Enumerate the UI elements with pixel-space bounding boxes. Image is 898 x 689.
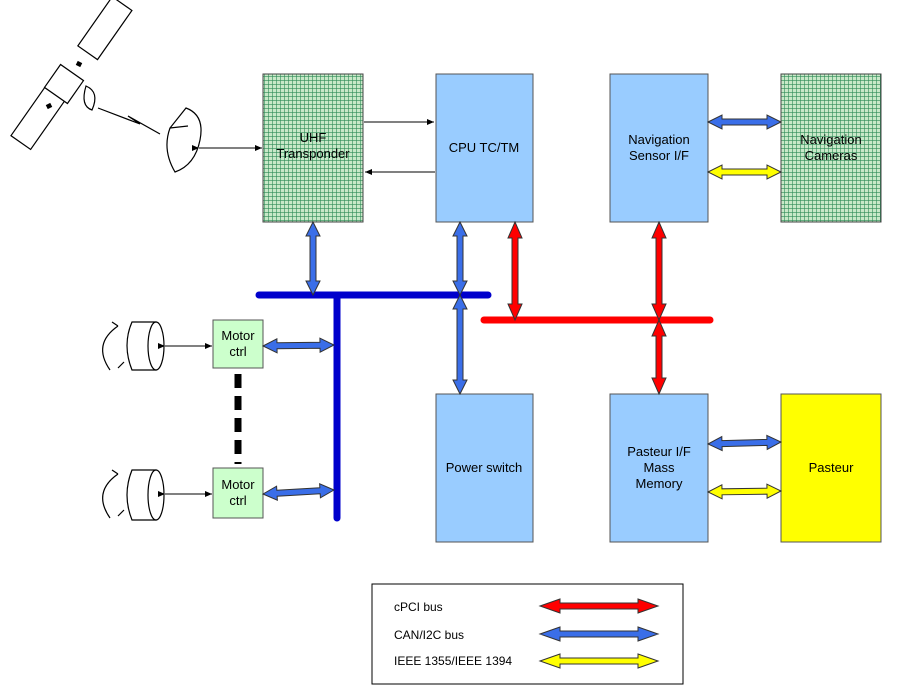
legend-label-ieee: IEEE 1355/IEEE 1394 bbox=[394, 654, 512, 668]
pasteur-block: Pasteur bbox=[780, 393, 882, 543]
motor2-label-1: Motor bbox=[221, 477, 255, 492]
motor2-can-arrow bbox=[261, 483, 336, 501]
navsensor-cpci-arrow bbox=[651, 220, 667, 322]
nav-cameras-label-2: Cameras bbox=[805, 148, 858, 163]
motor1-can-arrow bbox=[261, 337, 336, 354]
nav-cameras-can-arrow bbox=[706, 114, 783, 130]
power-label: Power switch bbox=[446, 460, 523, 475]
uhf-transponder-block: UHF Transponder bbox=[262, 73, 364, 223]
motor2-label-2: ctrl bbox=[229, 493, 246, 508]
legend-label-cpci: cPCI bus bbox=[394, 600, 443, 614]
pasteur-can-arrow bbox=[706, 434, 783, 452]
cpu-label: CPU TC/TM bbox=[449, 140, 520, 155]
uhf-label-2: Transponder bbox=[276, 146, 350, 161]
legend-arrow-can bbox=[538, 626, 660, 642]
cpu-block: CPU TC/TM bbox=[435, 73, 534, 223]
satellite-icon bbox=[10, 0, 161, 151]
legend-arrow-ieee bbox=[538, 653, 660, 669]
nav-sensor-label-1: Navigation bbox=[628, 132, 689, 147]
pasteur-if-block: Pasteur I/F Mass Memory bbox=[609, 393, 709, 543]
nav-cameras-label-1: Navigation bbox=[800, 132, 861, 147]
power-can-arrow bbox=[452, 293, 468, 396]
pasteur-if-label-2: Mass bbox=[643, 460, 675, 475]
uhf-label-1: UHF bbox=[300, 130, 327, 145]
motor1-label-1: Motor bbox=[221, 328, 255, 343]
nav-sensor-label-2: Sensor I/F bbox=[629, 148, 689, 163]
nav-cameras-ieee-arrow bbox=[706, 164, 783, 180]
dish-antenna-icon bbox=[166, 107, 202, 173]
pasteur-if-label-3: Memory bbox=[636, 476, 683, 491]
pasteur-label: Pasteur bbox=[809, 460, 854, 475]
uhf-can-arrow bbox=[305, 220, 321, 297]
legend: cPCI bus CAN/I2C bus IEEE 1355/IEEE 1394 bbox=[371, 583, 684, 685]
motor-icon-1 bbox=[102, 321, 165, 371]
motor-ctrl-block-2: Motor ctrl bbox=[212, 467, 264, 519]
pasteur-ieee-arrow bbox=[706, 483, 783, 500]
cpu-can-arrow bbox=[452, 220, 468, 297]
motor-icon-2 bbox=[102, 469, 165, 521]
motor1-label-2: ctrl bbox=[229, 344, 246, 359]
legend-label-can: CAN/I2C bus bbox=[394, 628, 464, 642]
legend-arrow-cpci bbox=[538, 598, 660, 614]
motor-ctrl-block-1: Motor ctrl bbox=[212, 319, 264, 369]
navigation-cameras-block: Navigation Cameras bbox=[780, 73, 882, 223]
pasteur-if-label-1: Pasteur I/F bbox=[627, 444, 691, 459]
power-switch-block: Power switch bbox=[435, 393, 534, 543]
cpu-cpci-arrow bbox=[507, 220, 523, 322]
bus-arrows bbox=[261, 114, 783, 501]
navigation-sensor-block: Navigation Sensor I/F bbox=[609, 73, 709, 223]
pasteurif-cpci-arrow bbox=[651, 318, 667, 396]
